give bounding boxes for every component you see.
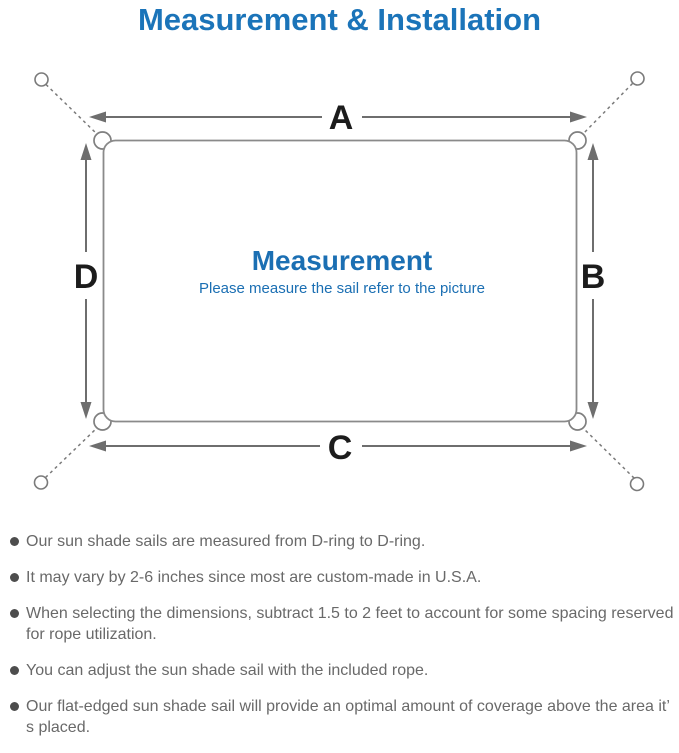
measurement-diagram: A C D B Measurement Please measure the s…: [33, 71, 645, 492]
dim-c-arrow-left: [89, 440, 106, 452]
anchor-points: [33, 71, 645, 492]
dim-label-d: D: [74, 258, 99, 296]
note-text: You can adjust the sun shade sail with t…: [26, 662, 429, 679]
note-text: When selecting the dimensions, subtract …: [26, 605, 674, 643]
dim-a-arrow-left: [89, 111, 106, 123]
dim-c-arrow-right: [570, 440, 587, 452]
dim-d-arrow-down: [80, 402, 92, 419]
dimension-d: [80, 143, 92, 419]
note-item: When selecting the dimensions, subtract …: [10, 603, 675, 645]
dimension-c: [89, 440, 587, 452]
anchor-point-bottom-left: [33, 475, 49, 490]
bullet-icon: [10, 573, 19, 582]
bullet-icon: [10, 609, 19, 618]
anchor-point-bottom-right: [629, 476, 645, 492]
dimension-b: [587, 143, 599, 419]
dim-label-a: A: [329, 99, 354, 137]
dimension-a: [89, 111, 587, 123]
rope-line-top-left: [45, 83, 100, 137]
dim-label-b: B: [581, 258, 606, 296]
dim-d-arrow-up: [80, 143, 92, 160]
note-item: Our sun shade sails are measured from D-…: [10, 531, 675, 552]
dim-label-c: C: [328, 429, 353, 467]
note-text: Our sun shade sails are measured from D-…: [26, 533, 426, 550]
note-text: It may vary by 2-6 inches since most are…: [26, 569, 482, 586]
rope-line-bottom-right: [580, 425, 636, 480]
dim-b-arrow-up: [587, 143, 599, 160]
notes-list: Our sun shade sails are measured from D-…: [10, 531, 675, 753]
anchor-rope-lines: [44, 82, 636, 480]
bullet-icon: [10, 666, 19, 675]
note-item: It may vary by 2-6 inches since most are…: [10, 567, 675, 588]
rope-line-top-right: [580, 82, 634, 137]
bullet-icon: [10, 702, 19, 711]
anchor-point-top-right: [630, 71, 645, 86]
page-title: Measurement & Installation: [137, 2, 542, 37]
shade-sail-outline: [102, 139, 578, 423]
dim-a-arrow-right: [570, 111, 587, 123]
bullet-icon: [10, 537, 19, 546]
rope-line-bottom-left: [44, 425, 100, 479]
dim-b-arrow-down: [587, 402, 599, 419]
diagram-center-title: Measurement: [252, 245, 433, 276]
note-item: Our flat-edged sun shade sail will provi…: [10, 696, 675, 738]
diagram-center-subtitle: Please measure the sail refer to the pic…: [199, 280, 485, 297]
note-item: You can adjust the sun shade sail with t…: [10, 660, 675, 681]
note-text: Our flat-edged sun shade sail will provi…: [26, 698, 670, 736]
anchor-point-top-left: [34, 72, 49, 87]
